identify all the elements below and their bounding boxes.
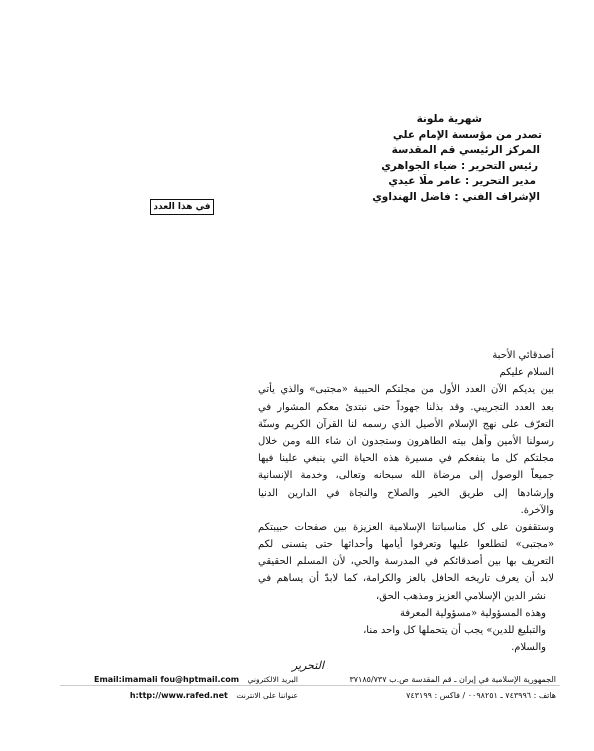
letter-line: نشر الدين الإسلامي العزيز ومذهب الحق،: [376, 590, 546, 602]
letter-line: والتبليغ للدين» يجب أن يتحملها كل واحد م…: [363, 625, 546, 636]
letter-line: وهذه المسؤولية «مسؤولية المعرفة: [400, 607, 546, 619]
email-label: البريد الالكتروني: [247, 675, 298, 684]
phone-fax: هاتف : ٧٤٣٩٩٦ ـ ٠٠٩٨٢٥١ / فاكس : ٧٤٣١٩٩: [406, 691, 556, 700]
letter-line: التعرّف على نهج الإسلام الأصيل الذي رسمه…: [258, 418, 554, 430]
letter-line: التعريف بها بين أصدقائكم في المدرسة والح…: [258, 556, 554, 568]
postal-address: الجمهورية الإسلامية في إيران ـ قم المقدس…: [349, 675, 556, 684]
letter-line: بعد العدد التجريبي. وقد بذلنا جهوداً حتى…: [258, 401, 554, 413]
letter-line: رسولنا الأمين وأهل بيته الطاهرون وستجدون…: [258, 435, 554, 447]
letter-line: مجلتكم كل ما ينفعكم في مسيرة هذه الحياة …: [258, 453, 554, 465]
masthead-line-headquarters: المركز الرئيسي قم المقدسة: [391, 144, 540, 156]
masthead-line-frequency: شهرية ملونة: [416, 113, 482, 125]
letter-line: جميعاً الوصول إلى مرضاة الله سبحانه وتعا…: [258, 470, 554, 482]
website-label: عنواننا على الانترنت: [236, 691, 298, 700]
editorial-letter: أصدقائي الأحبة السلام عليكم بين يديكم ال…: [258, 347, 554, 676]
letter-line: والآخرة.: [520, 504, 554, 516]
issue-contents-box: في هذا العدد: [150, 199, 214, 215]
masthead: شهرية ملونة تصدر من مؤسسة الإمام علي الم…: [300, 112, 546, 205]
website-row: عنواننا على الانترنت h:ttp://www.rafed.n…: [78, 688, 298, 704]
email-link[interactable]: Email:imamali fou@hptmail.com: [93, 675, 240, 684]
letter-line: وإرشادها إلى طريق الخير والصلاح والنجاة …: [258, 487, 554, 499]
footer-divider: [60, 685, 560, 686]
footer-address: الجمهورية الإسلامية في إيران ـ قم المقدس…: [328, 672, 556, 704]
masthead-line-managing-editor: مدير التحرير : عامر ملّا عيدي: [388, 175, 536, 187]
masthead-line-art-director: الإشراف الفني : فاضل الهنداوي: [372, 190, 540, 203]
letter-line: لابد أن يعرف تاريخه الحافل بالعز والكرام…: [258, 573, 554, 585]
masthead-line-editor-in-chief: رئيس التحرير : ضياء الجواهري: [381, 159, 538, 172]
letter-line: «مجتبى» لتطلعوا عليها وتعرفوا أيامها وأح…: [258, 539, 554, 551]
letter-greeting: أصدقائي الأحبة: [492, 350, 554, 361]
email-row: البريد الالكتروني Email:imamali fou@hptm…: [78, 672, 298, 688]
letter-line: بين يديكم الآن العدد الأول من مجلتكم الح…: [258, 384, 554, 396]
masthead-line-publisher: تصدر من مؤسسة الإمام علي: [392, 128, 542, 141]
letter-signature: التحرير: [291, 659, 324, 673]
website-link[interactable]: h:ttp://www.rafed.net: [129, 691, 228, 700]
footer-contacts: البريد الالكتروني Email:imamali fou@hptm…: [78, 672, 298, 704]
letter-line: وستقفون على كل مناسباتنا الإسلامية العزي…: [258, 521, 554, 533]
letter-line: والسلام.: [511, 642, 546, 654]
letter-salutation: السلام عليكم: [499, 367, 554, 379]
